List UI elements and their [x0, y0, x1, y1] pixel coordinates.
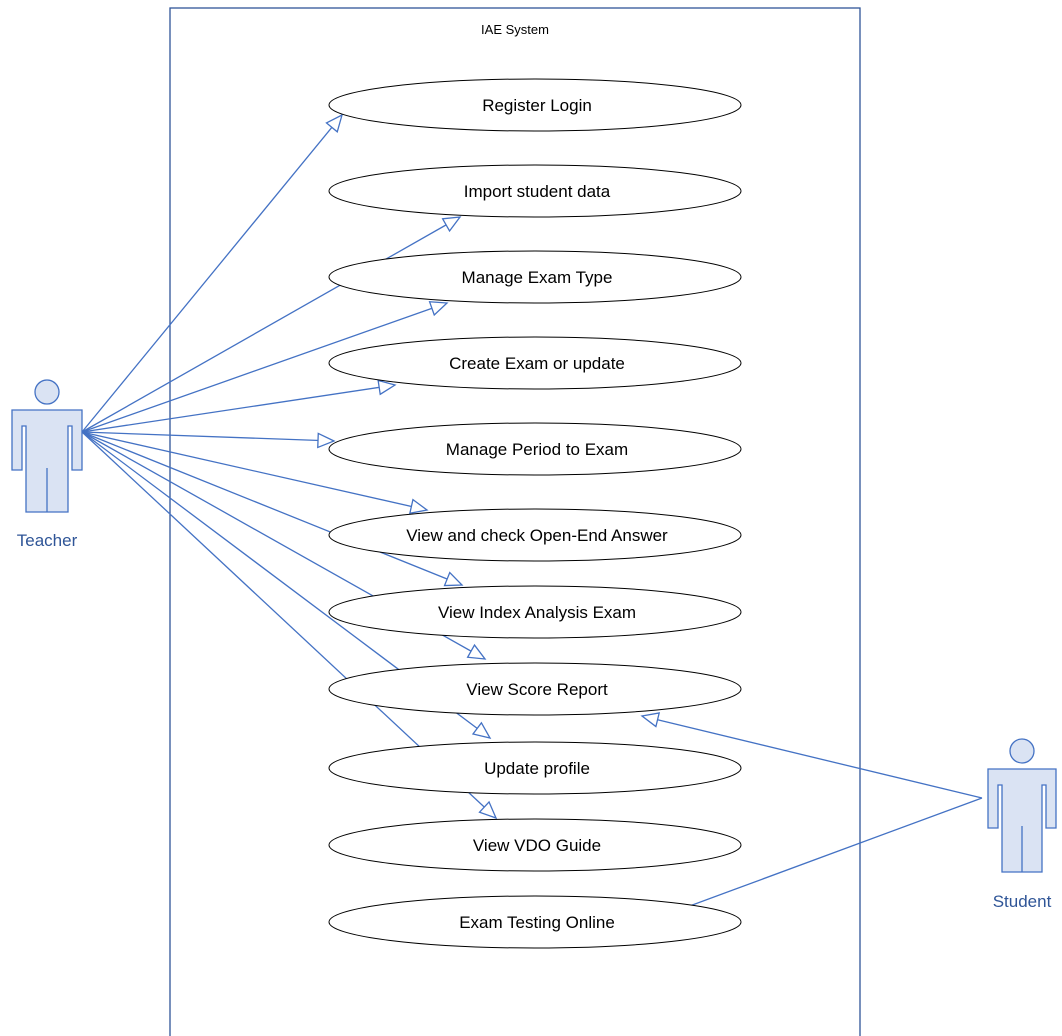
use-case-view-score-report[interactable]: View Score Report [328, 662, 742, 716]
association-teacher-uc1 [81, 113, 344, 433]
association-teacher-uc5 [81, 431, 336, 449]
use-case-label: View Index Analysis Exam [438, 603, 636, 622]
use-case-register-login[interactable]: Register Login [328, 78, 742, 132]
use-case-label: View and check Open-End Answer [406, 526, 668, 545]
use-case-label: Import student data [464, 182, 611, 201]
use-case-ellipse [328, 895, 742, 949]
use-case-label: Register Login [482, 96, 592, 115]
system-title: IAE System [481, 22, 549, 37]
use-case-ellipse [328, 741, 742, 795]
use-case-label: View VDO Guide [473, 836, 601, 855]
use-case-view-check-open-end-answer[interactable]: View and check Open-End Answer [328, 508, 742, 562]
association-teacher-uc3 [81, 301, 449, 433]
use-case-label: View Score Report [466, 680, 608, 699]
association-teacher-uc4 [81, 379, 397, 433]
use-case-label: Manage Exam Type [462, 268, 613, 287]
use-case-ellipse [328, 250, 742, 304]
use-case-view-vdo-guide[interactable]: View VDO Guide [328, 818, 742, 872]
association-teacher-uc6 [81, 431, 429, 515]
person-icon [11, 379, 83, 513]
use-case-ellipse [328, 662, 742, 716]
use-case-ellipse [328, 336, 742, 390]
use-case-ellipse [328, 78, 742, 132]
association-teacher-uc2 [81, 216, 462, 433]
use-case-label: Create Exam or update [449, 354, 625, 373]
actor-teacher[interactable]: Teacher [11, 379, 83, 550]
association-teacher-uc7 [81, 431, 464, 587]
use-case-label: Manage Period to Exam [446, 440, 628, 459]
person-icon [987, 738, 1057, 873]
use-case-create-exam-or-update[interactable]: Create Exam or update [328, 336, 742, 390]
use-case-label: Exam Testing Online [459, 913, 615, 932]
use-case-manage-exam-type[interactable]: Manage Exam Type [328, 250, 742, 304]
use-case-ellipse [328, 818, 742, 872]
use-case-label: Update profile [484, 759, 590, 778]
use-case-import-student-data[interactable]: Import student data [328, 164, 742, 218]
use-case-view-index-analysis-exam[interactable]: View Index Analysis Exam [328, 585, 742, 639]
use-case-ellipse [328, 422, 742, 476]
use-case-ellipse [328, 585, 742, 639]
use-case-ellipse [328, 508, 742, 562]
association-student-uc8 [640, 712, 983, 799]
actor-student[interactable]: Student [987, 738, 1057, 911]
actor-label: Teacher [17, 531, 78, 550]
use-case-manage-period-to-exam[interactable]: Manage Period to Exam [328, 422, 742, 476]
use-case-update-profile[interactable]: Update profile [328, 741, 742, 795]
use-case-exam-testing-online[interactable]: Exam Testing Online [328, 895, 742, 949]
system-boundary [169, 7, 861, 1036]
use-case-ellipse [328, 164, 742, 218]
actor-label: Student [993, 892, 1052, 911]
